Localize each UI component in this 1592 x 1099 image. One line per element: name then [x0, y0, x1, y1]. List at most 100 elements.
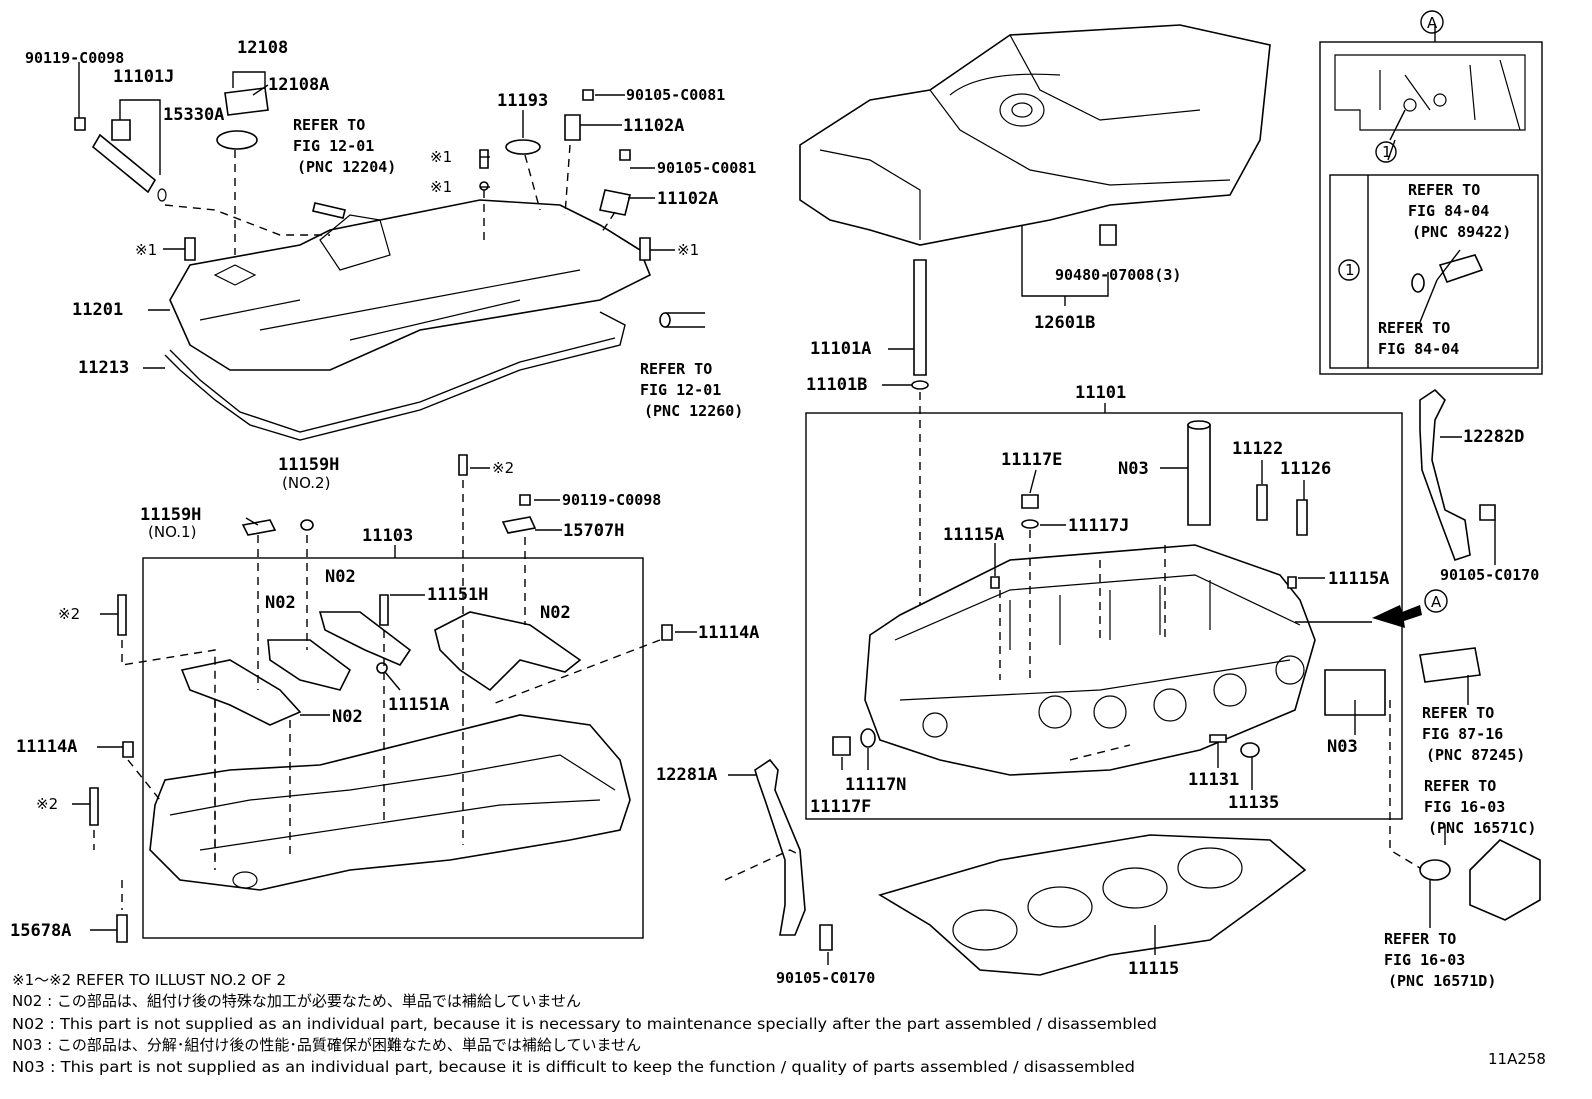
inset-view-a [1319, 41, 1543, 375]
bracket-12282D-group [1419, 388, 1496, 562]
reference-pipes [1419, 647, 1541, 921]
label-11114A-a: 11114A [698, 623, 759, 643]
cylinder-head-group [805, 259, 1441, 881]
label-15330A: 15330A [163, 105, 224, 125]
mark-1-b: ※1 [430, 178, 452, 196]
o-ring-11117J [1021, 519, 1039, 529]
camshaft-housing-group [89, 454, 673, 943]
label-90119-C0098: 90119-C0098 [25, 49, 124, 67]
label-90105-C0170-b: 90105-C0170 [776, 969, 875, 987]
circled-markers: A A 1 1 [1338, 10, 1448, 613]
camshaft-housing-frame [142, 557, 644, 939]
label-11115: 11115 [1128, 959, 1179, 979]
leader-lines [72, 25, 1496, 965]
mark-1-d: ※1 [677, 241, 699, 259]
label-12108A-text: 12108A [268, 75, 329, 95]
label-11117F: 11117F [810, 797, 871, 817]
label-11135: 11135 [1228, 793, 1279, 813]
head-cover-gasket-11213 [164, 311, 626, 441]
bearing-cap-N02-b [267, 639, 352, 691]
cam-position-sensor-11102A-2 [599, 189, 631, 216]
head-gasket-group [878, 834, 1307, 976]
mark-2-b: ※2 [58, 605, 80, 623]
mark-2-c: ※2 [36, 795, 58, 813]
label-11102A-b: 11102A [657, 189, 718, 209]
label-11103: 11103 [362, 526, 413, 546]
marker-1-a [1375, 141, 1397, 163]
bracket-12281A-group [724, 758, 833, 951]
cylinder-head-cover-group [74, 71, 705, 441]
ref-fig-87-16: REFER TO FIG 87-16 (PNC 87245) [1422, 704, 1525, 764]
head-bolt-11101A [913, 259, 927, 376]
label-11101A: 11101A [810, 339, 871, 359]
label-11114A-b: 11114A [16, 737, 77, 757]
label-11101J: 11101J [113, 67, 174, 87]
inset-frame [1319, 41, 1543, 375]
footnote-n03-ja: N03 : この部品は、分解･組付け後の性能･品質確保が困難なため、単品では補給… [12, 1036, 641, 1054]
label-90480-07008: 90480-07008(3) [1055, 266, 1181, 284]
engine-hanger-12282D [1419, 388, 1471, 562]
label-N02-c: N02 [540, 603, 571, 623]
ref-fig-12-01-a: REFER TO FIG 12-01 (PNC 12204) [293, 116, 396, 176]
label-11117E: 11117E [1001, 450, 1062, 470]
label-11126: 11126 [1280, 459, 1331, 479]
view-direction-arrow [1372, 605, 1422, 628]
engine-hanger-12281A [754, 758, 806, 936]
cylinder-head-11101 [864, 544, 1316, 776]
seal-11193 [505, 139, 541, 155]
ref-fig-84-04-a: REFER TO FIG 84-04 (PNC 89422) [1408, 181, 1511, 241]
label-12281A: 12281A [656, 765, 717, 785]
label-11159H-a-sub: (NO.1) [148, 523, 196, 541]
part-number-labels: 90119-C0098 11101J 12108 12108A 15330A 1… [10, 38, 1539, 987]
label-11193: 11193 [497, 91, 548, 111]
reference-texts: REFER TO FIG 12-01 (PNC 12204) REFER TO … [293, 116, 1536, 990]
marker-1-a-text: 1 [1382, 143, 1392, 161]
label-15707H: 15707H [563, 521, 624, 541]
marker-A-top-text: A [1427, 14, 1438, 32]
ref-fig-12-01-b: REFER TO FIG 12-01 (PNC 12260) [640, 360, 743, 420]
gasket-11117N [860, 728, 876, 748]
label-15678A: 15678A [10, 921, 71, 941]
label-11131: 11131 [1188, 770, 1239, 790]
label-11159H-b-sub: (NO.2) [282, 474, 330, 492]
mark-2-a: ※2 [492, 459, 514, 477]
ref-fig-16-03-a: REFER TO FIG 16-03 (PNC 16571C) [1424, 777, 1536, 837]
label-11159H-a: 11159H [140, 505, 201, 525]
label-N03-a: N03 [1118, 459, 1149, 479]
label-90105-C0170-a: 90105-C0170 [1440, 566, 1539, 584]
footnote-n03-en: N03 : This part is not supplied as an in… [12, 1058, 1135, 1076]
label-11117N: 11117N [845, 775, 906, 795]
bearing-cap-N02-a [180, 659, 302, 726]
temperature-sensor [1438, 254, 1484, 284]
label-N03-b: N03 [1327, 737, 1358, 757]
ref-fig-84-04-b: REFER TO FIG 84-04 [1378, 319, 1459, 358]
label-11159H-b: 11159H [278, 455, 339, 475]
grommet-90480-07008 [1099, 224, 1117, 246]
label-12282D: 12282D [1463, 427, 1524, 447]
plug-11117E [1021, 494, 1039, 509]
engine-cover-12601B [799, 24, 1271, 246]
label-11201: 11201 [72, 300, 123, 320]
marker-1-b [1338, 259, 1360, 281]
label-N02-d: N02 [332, 707, 363, 727]
label-11101B: 11101B [806, 375, 867, 395]
valve-guide-11122 [1256, 484, 1268, 521]
label-12601B: 12601B [1034, 313, 1095, 333]
cam-position-sensor-11102A [564, 114, 581, 141]
label-11117J: 11117J [1068, 516, 1129, 536]
label-N02-b: N02 [265, 593, 296, 613]
marker-A-mid-text: A [1431, 593, 1442, 611]
head-gasket-11115 [878, 834, 1307, 976]
figure-id: 11A258 [1488, 1050, 1546, 1068]
label-12108: 12108 [237, 38, 288, 58]
marker-1-b-text: 1 [1345, 261, 1355, 279]
label-N02-a: N02 [325, 567, 356, 587]
label-90105-C0081-a: 90105-C0081 [626, 86, 725, 104]
ref-fig-16-03-b: REFER TO FIG 16-03 (PNC 16571D) [1384, 930, 1496, 990]
footnote-n02-en: N02 : This part is not supplied as an in… [12, 1015, 1157, 1033]
label-11122: 11122 [1232, 439, 1283, 459]
toyota-emblem [999, 93, 1045, 127]
footnotes: ※1～※2 REFER TO ILLUST NO.2 OF 2 N02 : この… [12, 971, 1546, 1076]
